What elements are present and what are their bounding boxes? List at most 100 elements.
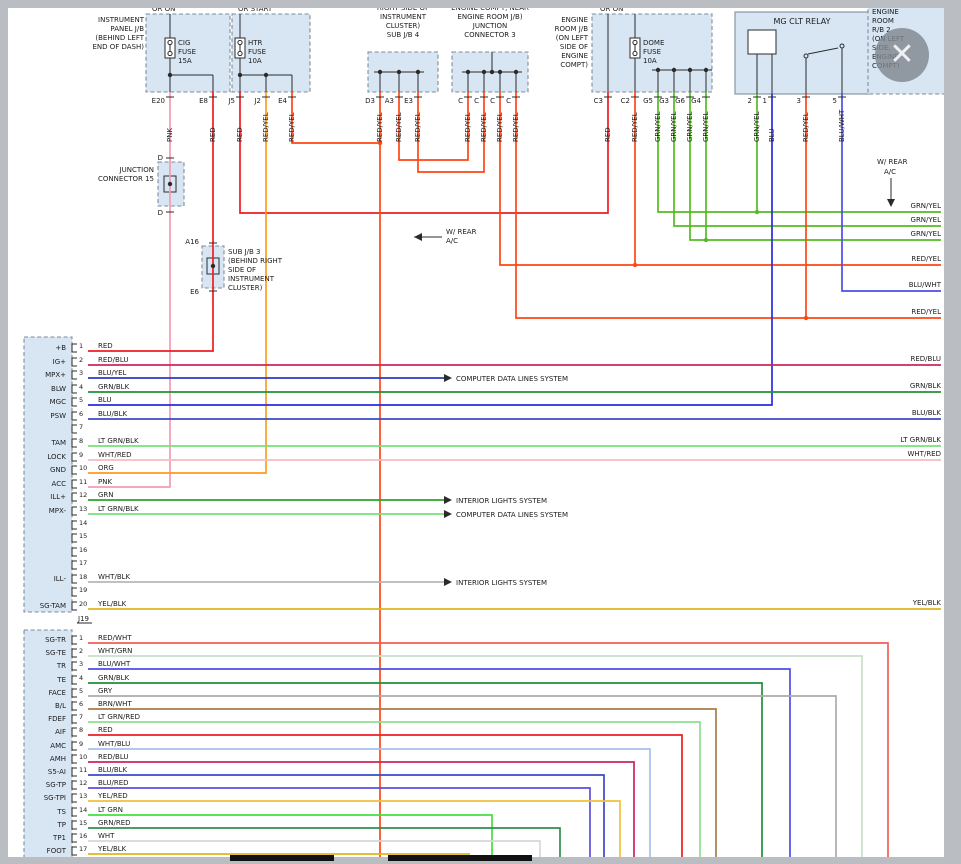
wire-color-label: LT GRN/BLK bbox=[98, 437, 139, 445]
wire-color-label: BLU/RED bbox=[98, 779, 129, 787]
diagram-label: GRN/YEL bbox=[911, 202, 942, 210]
pin-bracket bbox=[71, 479, 77, 489]
pin-number: 6 bbox=[79, 410, 83, 418]
pin-bracket bbox=[71, 661, 77, 671]
terminal-name: AIF bbox=[55, 728, 66, 736]
diagram-label: (BEHIND LEFT bbox=[95, 34, 144, 42]
terminal-name: ACC bbox=[52, 480, 67, 488]
diagram-label: PNK bbox=[166, 128, 174, 142]
diagram-label: RED bbox=[604, 127, 612, 142]
diagram-label: INTERIOR LIGHTS SYSTEM bbox=[456, 579, 547, 587]
diagram-label: WHT/RED bbox=[908, 450, 942, 458]
wire-color-label: BRN/WHT bbox=[98, 700, 132, 708]
diagram-label: J2 bbox=[253, 97, 261, 105]
wire-color-label: BLU/WHT bbox=[98, 660, 131, 668]
wire-color-label: LT GRN/RED bbox=[98, 713, 140, 721]
wire-wht-blu bbox=[88, 748, 651, 858]
pin-number: 14 bbox=[79, 806, 87, 814]
diagram-label: W/ REAR bbox=[446, 228, 477, 236]
junction-box bbox=[591, 13, 713, 93]
wire-wht bbox=[88, 840, 541, 858]
diagram-label: RED/YEL bbox=[496, 112, 504, 142]
pin-bracket bbox=[71, 424, 77, 434]
diagram-label: MG CLT RELAY bbox=[773, 17, 830, 26]
diagram-label: SUB J/B 4 bbox=[387, 31, 420, 39]
junction-dot bbox=[703, 237, 709, 243]
diagram-label: HTR bbox=[248, 39, 263, 47]
diagram-label: A/C bbox=[446, 237, 458, 245]
diagram-label: 3 bbox=[797, 97, 801, 105]
terminal-name: PSW bbox=[50, 412, 66, 420]
pin-number: 7 bbox=[79, 423, 83, 431]
junction-dot bbox=[167, 72, 173, 78]
wire-grn-red bbox=[88, 827, 561, 858]
diagram-label: (BEHIND RIGHT bbox=[228, 257, 283, 265]
pin-number: 11 bbox=[79, 478, 87, 486]
arrowhead bbox=[444, 374, 452, 382]
diagram-label: OR START bbox=[238, 5, 273, 13]
wire-wht-grn bbox=[88, 655, 863, 858]
pin-number: 1 bbox=[79, 342, 83, 350]
wire-color-label: GRN/BLK bbox=[98, 674, 130, 682]
wire-color-label: LT GRN bbox=[98, 806, 123, 814]
diagram-label: E20 bbox=[152, 97, 165, 105]
wire-lt-grn-red bbox=[88, 721, 701, 858]
terminal-name: MPX+ bbox=[45, 371, 66, 379]
junction-dot bbox=[415, 69, 421, 75]
diagram-label: RED/YEL bbox=[288, 112, 296, 142]
wire-color-label: RED/WHT bbox=[98, 634, 132, 642]
wire-color-label: YEL/RED bbox=[97, 792, 128, 800]
pin-number: 10 bbox=[79, 753, 87, 761]
pin-number: 13 bbox=[79, 505, 87, 513]
wire-color-label: YEL/BLK bbox=[97, 600, 127, 608]
wire-color-label: ORG bbox=[98, 464, 114, 472]
diagram-label: RED/YEL bbox=[911, 308, 941, 316]
pin-number: 19 bbox=[79, 586, 87, 594]
diagram-label: INSTRUMENT bbox=[380, 13, 427, 21]
diagram-label: GRN/YEL bbox=[911, 216, 942, 224]
wire-red-yel bbox=[515, 92, 941, 319]
junction-dot bbox=[803, 315, 809, 321]
diagram-label: 15A bbox=[178, 57, 192, 65]
pin-number: 8 bbox=[79, 437, 83, 445]
diagram-label: 2 bbox=[748, 97, 752, 105]
wire-color-label: BLU/BLK bbox=[98, 766, 128, 774]
diagram-label: GRN/BLK bbox=[910, 382, 942, 390]
wire-org bbox=[88, 92, 267, 474]
pin-bracket bbox=[71, 465, 77, 475]
diagram-label: GRN/YEL bbox=[686, 111, 694, 142]
frame-border bbox=[0, 0, 961, 8]
wire-color-label: WHT/BLK bbox=[98, 573, 131, 581]
pin-bracket bbox=[71, 688, 77, 698]
diagram-label: DOME bbox=[643, 39, 664, 47]
close-button[interactable]: ✕ bbox=[875, 28, 929, 82]
diagram-label: RED/YEL bbox=[512, 112, 520, 142]
wire-red-yel bbox=[398, 92, 469, 161]
diagram-label: GRN/YEL bbox=[702, 111, 710, 142]
diagram-label: W/ REAR bbox=[877, 158, 908, 166]
diagram-label: OR ON bbox=[152, 5, 175, 13]
diagram-label: 5 bbox=[833, 97, 837, 105]
junction-dot bbox=[513, 69, 519, 75]
wire-red-yel bbox=[417, 92, 485, 173]
diagram-label: COMPUTER DATA LINES SYSTEM bbox=[456, 375, 568, 383]
wire-pnk bbox=[88, 92, 171, 488]
diagram-label: FUSE bbox=[248, 48, 266, 56]
wire-color-label: GRN/BLK bbox=[98, 383, 130, 391]
terminal-name: SG-TR bbox=[45, 636, 66, 644]
wire-brn-wht bbox=[88, 708, 717, 858]
frame-border bbox=[944, 0, 961, 864]
diagram-label: G4 bbox=[691, 97, 701, 105]
terminal-name: MPX- bbox=[49, 507, 67, 515]
diagram-label: GRN/YEL bbox=[670, 111, 678, 142]
terminal-name: SG-TP bbox=[46, 781, 66, 789]
pin-number: 10 bbox=[79, 464, 87, 472]
wire-blu-wht bbox=[88, 668, 791, 858]
diagram-label: G3 bbox=[659, 97, 669, 105]
pin-number: 1 bbox=[79, 634, 83, 642]
diagram-label: R/B 2 bbox=[872, 26, 891, 34]
diagram-label: OR ON bbox=[600, 5, 623, 13]
diagram-label: GRN/YEL bbox=[911, 230, 942, 238]
diagram-label: C2 bbox=[621, 97, 630, 105]
pin-number: 14 bbox=[79, 519, 87, 527]
